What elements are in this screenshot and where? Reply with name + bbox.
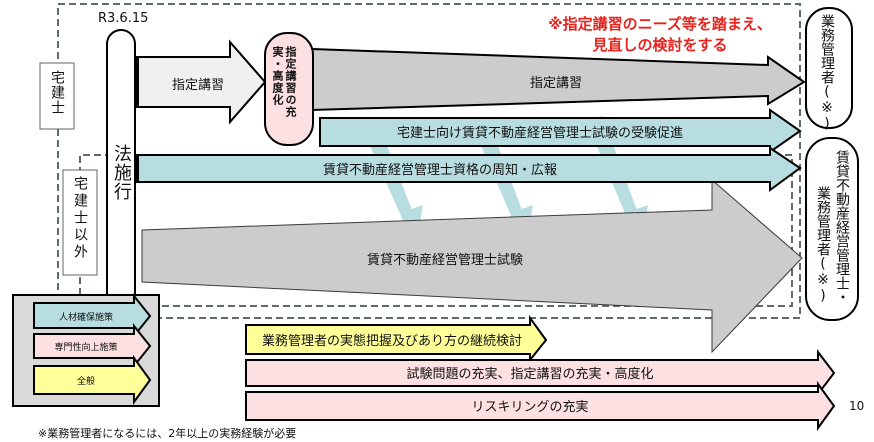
exam-promotion-label: 宅建士向け賃貸不動産経営管理士試験の受験促進 [397, 125, 683, 141]
designated-course-long-arrow [311, 47, 806, 112]
date-label: R3.6.15 [98, 11, 148, 26]
exam-big-arrow [141, 178, 803, 354]
outcome-manager-label: 業務管理者(※) [819, 14, 835, 132]
footnote: ※業務管理者になるには、2年以上の実務経験が必要 [38, 426, 296, 440]
ongoing-review-label: 業務管理者の実態把握及びあり方の継続検討 [262, 333, 522, 349]
qualification-publicity-arrow [136, 146, 802, 192]
note-line-2: 見直しの検討をする [591, 36, 727, 54]
exam-big-label: 賃貸不動産経営管理士試験 [367, 252, 523, 268]
note-line-1: ※指定講習のニーズ等を踏まえ、 [548, 15, 772, 33]
designated-course-enhance-label: 指定講習の充実・高度化 [271, 46, 297, 118]
exam-enhance-arrow [245, 349, 836, 397]
legend-talent-swatch [33, 293, 152, 339]
exam-promotion-arrow [319, 108, 802, 154]
ongoing-review-arrow [245, 314, 548, 363]
reskilling-label: リスキリングの充実 [471, 399, 588, 415]
page-number: 10 [849, 399, 864, 413]
legend-general-label: 全般 [77, 375, 95, 387]
takkenshi-label: 宅建士 [49, 70, 65, 115]
exam-enhance-label: 試験問題の充実、指定講習の充実・高度化 [406, 366, 653, 382]
outcome-certified-manager-col1: 賃貸不動産経営管理士・ [834, 150, 850, 304]
legend-expertise-swatch [33, 323, 152, 369]
outcome-certified-manager-pill [805, 137, 859, 321]
non-takkenshi-label: 宅建士以外 [72, 176, 88, 261]
legend-general-swatch [33, 354, 152, 406]
outcome-manager-pill [805, 7, 853, 129]
law-enforcement-label: 法施行 [111, 144, 132, 201]
designated-course-short-arrow [136, 39, 267, 125]
legend-expertise-label: 専門性向上施策 [54, 341, 117, 353]
designated-course-enhance-box [264, 32, 314, 146]
designated-course-long-label: 指定講習 [530, 75, 582, 91]
qualification-publicity-label: 賃貸不動産経営管理士資格の周知・広報 [323, 162, 557, 178]
designated-course-short-label: 指定講習 [172, 77, 224, 93]
legend-talent-label: 人材確保施策 [59, 311, 113, 323]
reskilling-arrow [245, 380, 836, 432]
outcome-certified-manager-col2: 業務管理者(※) [815, 186, 831, 304]
